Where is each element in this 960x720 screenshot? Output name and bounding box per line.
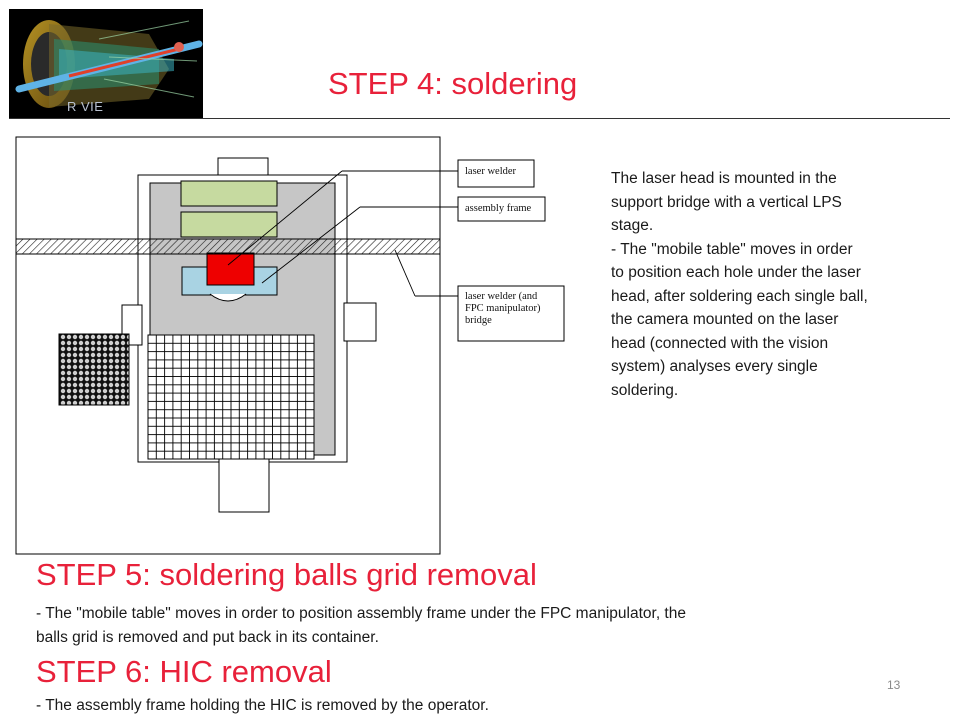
step4-line: The laser head is mounted in the [611,170,837,187]
laser-welder-head [206,252,255,286]
detector-logo-image: R VIE [9,9,203,118]
bottom-slot [218,458,270,513]
step4-line: soldering. [611,381,679,399]
step4-description: The laser head is mounted in the support… [611,167,941,402]
page-number: 13 [887,678,901,692]
step5-line: balls grid is removed and put back in it… [36,628,379,646]
callout-assembly-frame: assembly frame [465,203,532,214]
step5-title: STEP 5: soldering balls grid removal [36,557,537,592]
laser-welder-bridge [15,238,441,255]
callout-bridge-line-1: laser welder (and [465,291,538,302]
logo-caption: R VIE [67,99,104,114]
step4-line: system) analyses every single [611,358,818,375]
step6-title: STEP 6: HIC removal [36,654,332,689]
step4-line: the camera mounted on the laser [611,311,839,328]
detector-illustration [15,20,203,108]
step6-description: - The assembly frame holding the HIC is … [36,697,489,714]
step5-description: - The "mobile table" moves in order to p… [36,602,866,649]
leader-bridge [394,249,416,297]
step4-title: STEP 4: soldering [328,66,578,101]
balls-grid [147,334,315,460]
callout-box-laser-welder [457,159,535,188]
step4-line: stage. [611,217,654,234]
balls-container [58,333,130,406]
green-block-top [180,180,278,207]
callout-box-bridge [457,285,565,342]
callout-box-assembly-frame [457,196,546,222]
callout-bridge: laser welder (and FPC manipulator) bridg… [465,291,541,327]
step5-line: - The "mobile table" moves in order to p… [36,605,686,622]
right-arm [343,302,377,342]
step4-line: head, after soldering each single ball, [611,287,868,305]
step4-line: to position each hole under the laser [611,264,861,281]
leader-laser-welder [227,170,343,266]
step4-line: - The "mobile table" moves in order [611,240,853,258]
callout-bridge-line-3: bridge [465,315,492,326]
green-block-middle [180,211,278,238]
callout-bridge-line-2: FPC manipulator) [465,303,541,314]
leader-assembly-frame [261,206,361,284]
title-divider [9,118,950,119]
step4-line: support bridge with a vertical LPS [611,193,842,211]
step4-line: head (connected with the vision [611,334,829,352]
assembly-frame-notch [209,293,247,302]
callout-laser-welder: laser welder [465,166,517,177]
